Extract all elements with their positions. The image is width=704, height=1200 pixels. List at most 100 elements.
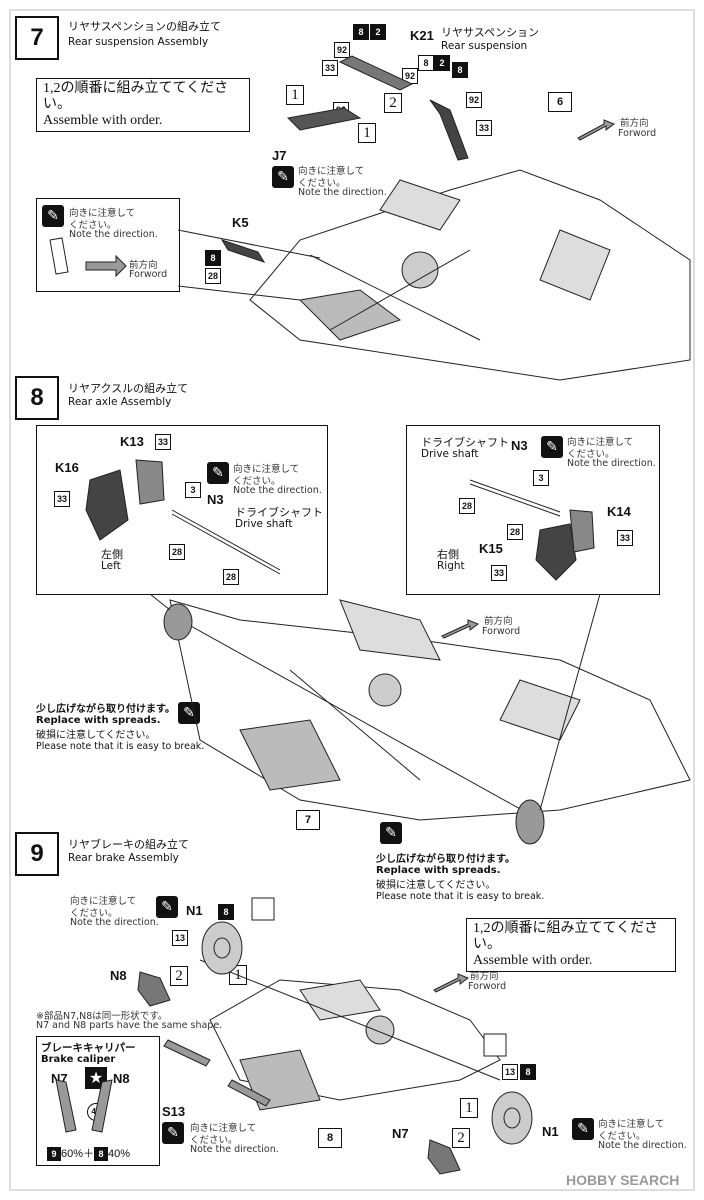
step7-title-jp: リヤサスペンションの組み立て	[68, 20, 222, 33]
break2-jp: 破損に注意してください。	[376, 880, 496, 891]
warning-icon: ✎	[207, 462, 229, 484]
warning-icon: ✎	[156, 896, 178, 918]
step8-title-en: Rear axle Assembly	[68, 396, 172, 408]
right-drive-en: Drive shaft	[421, 448, 479, 460]
break-jp: 破損に注意してください。	[36, 730, 156, 741]
left-drive-en: Drive shaft	[235, 518, 293, 530]
break2-en: Please note that it is easy to break.	[376, 891, 545, 902]
step7-seq-2: 2	[384, 93, 402, 113]
badge-92: 92	[466, 92, 482, 108]
label-n7: N7	[51, 1071, 68, 1086]
label-n3: N3	[511, 438, 528, 453]
label-n7: N7	[392, 1126, 409, 1141]
warning-icon: ✎	[162, 1122, 184, 1144]
step8-ref-7: 7	[296, 810, 320, 830]
warning-icon: ✎	[380, 822, 402, 844]
right-side-en: Right	[437, 560, 465, 572]
step8-forward-en: Forword	[482, 626, 521, 637]
step9-seq-2b: 2	[452, 1128, 470, 1148]
badge-28: 28	[205, 268, 221, 284]
badge-8: 8	[205, 250, 221, 266]
step7-title-en: Rear suspension Assembly	[68, 36, 209, 48]
step9-forward-jp: 前方向	[470, 971, 499, 982]
left-note-en: Note the direction.	[233, 485, 322, 496]
label-k14: K14	[607, 504, 631, 519]
step7-note-en: Note the direction.	[298, 187, 387, 198]
spread2-en: Replace with spreads.	[376, 865, 501, 876]
label-k21-jp: リヤサスペンション	[441, 26, 540, 39]
label-k15: K15	[479, 541, 503, 556]
step7-forward-en: Forword	[618, 128, 657, 139]
step9-seq-2a: 2	[170, 966, 188, 986]
right-note-en: Note the direction.	[567, 458, 656, 469]
step8-left-inset: K13 33 K16 33 ✎ 向きに注意して ください。 Note the d…	[36, 425, 328, 595]
step8-forward-jp: 前方向	[484, 616, 513, 627]
badge-28: 28	[223, 569, 239, 585]
badge-33: 33	[322, 60, 338, 76]
badge-33: 33	[617, 530, 633, 546]
left-side-en: Left	[101, 560, 121, 572]
step9-note3-en: Note the direction.	[598, 1140, 687, 1151]
badge-8: 8	[520, 1064, 536, 1080]
step8-spread-note-2: 少し広げながら取り付けます。 Replace with spreads. 破損に…	[376, 850, 544, 902]
warning-icon: ✎	[572, 1118, 594, 1140]
step9-title-en: Rear brake Assembly	[68, 852, 179, 864]
label-s13: S13	[162, 1104, 186, 1119]
badge-8: 8	[418, 55, 434, 71]
label-n8: N8	[113, 1071, 130, 1086]
label-j7: J7	[272, 148, 287, 163]
label-k21-en: Rear suspension	[441, 40, 528, 52]
step7-seq-1b: 1	[358, 123, 376, 143]
step9-note-en: Note the direction.	[70, 917, 159, 928]
star-icon: ★	[85, 1067, 107, 1089]
step9-seq-1b: 1	[460, 1098, 478, 1118]
mix-a-badge: 9	[47, 1147, 61, 1161]
step7-number-text: 7	[30, 24, 44, 51]
spread2-jp: 少し広げながら取り付けます。	[376, 854, 515, 865]
label-n1: N1	[542, 1124, 559, 1139]
step9-forward-en: Forword	[468, 981, 507, 992]
step9-order-en: Assemble with order.	[473, 953, 593, 968]
inset-forward-en: Forword	[129, 269, 168, 280]
step7-ref-6: 6	[548, 92, 572, 112]
label-k13: K13	[120, 434, 144, 449]
step9-note2-en: Note the direction.	[190, 1144, 279, 1155]
badge-3: 3	[533, 470, 549, 486]
warning-icon: ✎	[178, 702, 200, 724]
step9-title-jp: リヤブレーキの組み立て	[68, 838, 189, 851]
mix-b-badge: 8	[94, 1147, 109, 1161]
label-n3: N3	[207, 492, 224, 507]
step7-order-jp: 1,2の順番に組み立ててください。	[43, 81, 229, 112]
warning-icon: ✎	[272, 166, 294, 188]
step8-title-jp: リヤアクスルの組み立て	[68, 382, 189, 395]
inset-note-en: Note the direction.	[69, 229, 158, 240]
step9-seq-1a: 1	[229, 965, 247, 985]
label-n1: N1	[186, 903, 203, 918]
badge-92: 92	[402, 68, 418, 84]
step8-right-inset: ドライブシャフト Drive shaft N3 ✎ 向きに注意して ください。 …	[406, 425, 660, 595]
badge-28: 28	[169, 544, 185, 560]
warning-icon: ✎	[541, 436, 563, 458]
badge-8: 8	[353, 24, 369, 40]
step9-number: 9	[15, 832, 59, 876]
label-k16: K16	[55, 460, 79, 475]
badge-8: 8	[218, 904, 234, 920]
step9-same-en: N7 and N8 parts have the same shape.	[36, 1020, 223, 1031]
step7-number: 7	[15, 16, 59, 60]
badge-33: 33	[491, 565, 507, 581]
badge-28: 28	[507, 524, 523, 540]
step7-seq-1a: 1	[286, 85, 304, 105]
step9-order-note: 1,2の順番に組み立ててください。 Assemble with order.	[466, 918, 676, 972]
step8-number: 8	[15, 376, 59, 420]
mix-a-pct: 60%＋	[61, 1148, 95, 1160]
label-k5: K5	[232, 215, 249, 230]
badge-8: 8	[452, 62, 468, 78]
caliper-jp: ブレーキキャリパー	[41, 1042, 136, 1054]
step7-direction-inset: ✎ 向きに注意して ください。 Note the direction. 前方向 …	[36, 198, 180, 292]
label-n8: N8	[110, 968, 127, 983]
watermark: HOBBY SEARCH	[566, 1172, 680, 1188]
break-en: Please note that it is easy to break.	[36, 741, 205, 752]
badge-13: 13	[172, 930, 188, 946]
